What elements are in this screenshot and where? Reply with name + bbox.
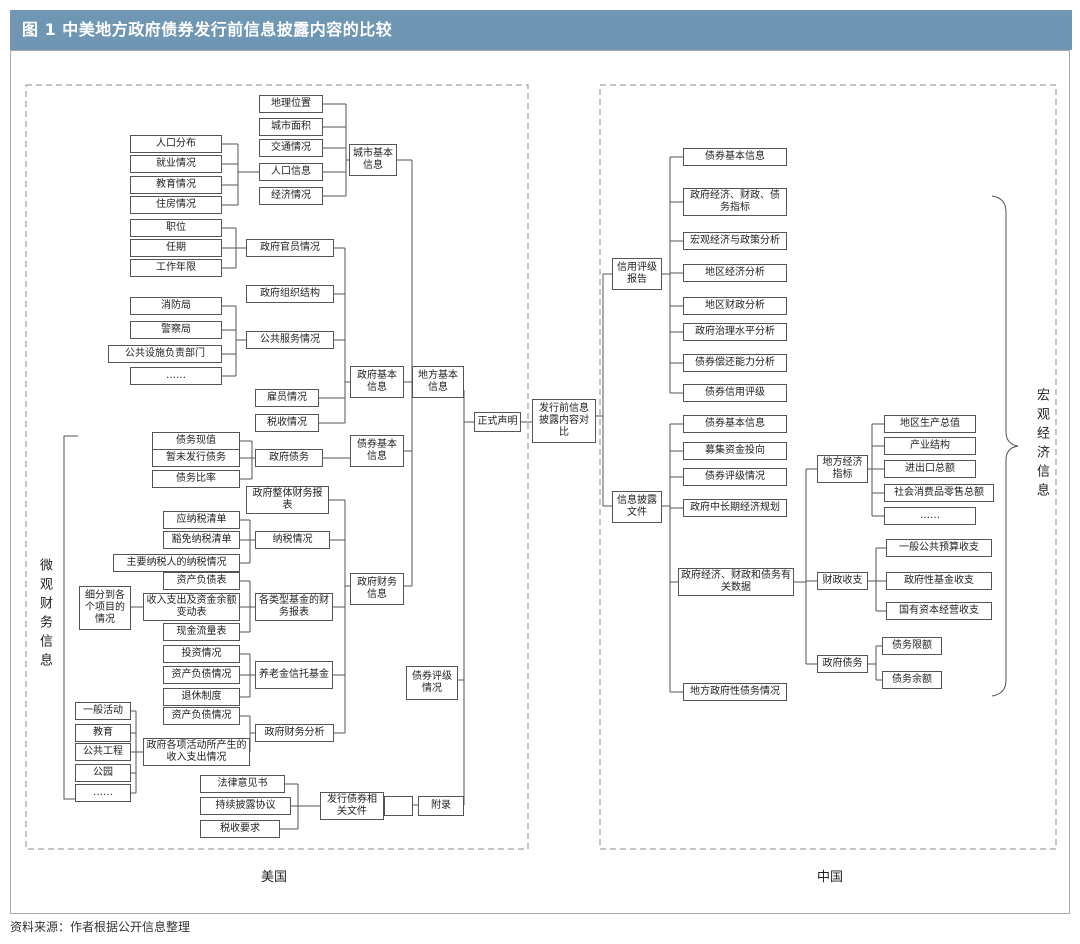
us-retirement-system: 退休制度 — [163, 688, 240, 706]
us-detail-by-item: 细分到各个项目的情况 — [79, 586, 131, 630]
us-debt-present-value: 债务现值 — [152, 432, 240, 450]
us-population-info: 人口信息 — [259, 163, 323, 181]
root-comparison-box: 发行前信息披露内容对比 — [532, 399, 596, 443]
us-local-basic-info: 地方基本信息 — [412, 366, 464, 398]
us-general-activity: 一般活动 — [75, 702, 131, 720]
us-micro-financial-label: 微观财务信息 — [37, 558, 52, 672]
cn-fiscal-revenue-expenditure: 财政收支 — [817, 572, 868, 590]
cn-report-bond-basic: 债券基本信息 — [683, 148, 787, 166]
us-official-statement: 正式声明 — [474, 412, 521, 432]
us-geo-location: 地理位置 — [259, 95, 323, 113]
cn-doc-bond-basic: 债券基本信息 — [683, 415, 787, 433]
cn-doc-bond-rating: 债券评级情况 — [683, 468, 787, 486]
us-legal-opinion: 法律意见书 — [200, 775, 285, 793]
us-park: 公园 — [75, 764, 131, 782]
us-bond-basic-info: 债券基本信息 — [350, 435, 404, 467]
cn-local-econ-indicators: 地方经济指标 — [817, 455, 868, 483]
cn-general-budget: 一般公共预算收支 — [886, 539, 992, 557]
cn-report-regional-economy: 地区经济分析 — [683, 264, 787, 282]
us-income-expense-changes: 收入支出及资金余额变动表 — [143, 593, 240, 621]
us-city-area: 城市面积 — [259, 118, 323, 136]
us-position: 职位 — [130, 219, 222, 237]
us-investment: 投资情况 — [163, 645, 240, 663]
figure-frame — [10, 50, 1070, 914]
us-traffic: 交通情况 — [259, 139, 323, 157]
cn-doc-fund-usage: 募集资金投向 — [683, 442, 787, 460]
us-employees: 雇员情况 — [255, 389, 319, 407]
figure-source: 资料来源：作者根据公开信息整理 — [10, 920, 191, 934]
us-balance-pension: 资产负债情况 — [163, 666, 240, 684]
cn-report-regional-finance: 地区财政分析 — [683, 297, 787, 315]
us-balance-analysis: 资产负债情况 — [163, 707, 240, 725]
us-gov-debt: 政府债务 — [255, 449, 323, 467]
us-housing: 住房情况 — [130, 196, 222, 214]
us-disclosure-agreement: 持续披露协议 — [200, 797, 291, 815]
cn-disclosure-document: 信息披露文件 — [612, 491, 662, 523]
cn-report-indicators: 政府经济、财政、债务指标 — [683, 188, 787, 216]
cn-industry-structure: 产业结构 — [884, 437, 976, 455]
us-fund-reports: 各类型基金的财务报表 — [255, 593, 333, 621]
us-pension-trust: 养老金信托基金 — [255, 661, 333, 689]
us-city-basic-info: 城市基本信息 — [349, 144, 397, 176]
cn-gov-debt: 政府债务 — [817, 655, 868, 673]
us-officials: 政府官员情况 — [246, 239, 334, 257]
us-issuance-link — [384, 796, 413, 816]
cn-report-macro-policy: 宏观经济与政策分析 — [683, 232, 787, 250]
cn-report-governance: 政府治理水平分析 — [683, 323, 787, 341]
us-public-works: 公共工程 — [75, 743, 131, 761]
us-police: 警察局 — [130, 321, 222, 339]
us-tax-requirements: 税收要求 — [200, 820, 280, 838]
us-gov-basic-info: 政府基本信息 — [350, 366, 404, 398]
cn-debt-balance: 债务余额 — [882, 671, 942, 689]
us-exempt-list: 豁免纳税清单 — [163, 531, 240, 549]
us-economy: 经济情况 — [259, 187, 323, 205]
cn-doc-local-debt: 地方政府性债务情况 — [683, 683, 787, 701]
us-debt-ratio: 债务比率 — [152, 470, 240, 488]
us-gov-financial-info: 政府财务信息 — [350, 573, 404, 605]
us-public-services: 公共服务情况 — [246, 331, 334, 349]
us-org-structure: 政府组织结构 — [246, 285, 334, 303]
cn-region-label: 中国 — [816, 870, 843, 885]
cn-doc-long-term-plan: 政府中长期经济规划 — [683, 499, 787, 517]
us-ellipsis-activities: …… — [75, 784, 131, 802]
us-employment: 就业情况 — [130, 155, 222, 173]
cn-credit-rating-report: 信用评级报告 — [612, 258, 662, 290]
cn-doc-econ-fiscal-debt: 政府经济、财政和债务有关数据 — [678, 568, 794, 596]
cn-soe-budget: 国有资本经营收支 — [886, 602, 992, 620]
us-fire-dept: 消防局 — [130, 297, 222, 315]
us-tax-status: 纳税情况 — [255, 531, 330, 549]
us-financial-analysis: 政府财务分析 — [255, 724, 334, 742]
cn-fund-budget: 政府性基金收支 — [886, 572, 992, 590]
us-appendix: 附录 — [418, 796, 464, 816]
cn-import-export: 进出口总额 — [884, 460, 976, 478]
us-region-label: 美国 — [260, 870, 287, 885]
us-major-taxpayers: 主要纳税人的纳税情况 — [113, 554, 240, 572]
figure-header: 图 1 中美地方政府债券发行前信息披露内容的比较 — [10, 10, 1072, 50]
cn-debt-limit: 债务限额 — [882, 637, 942, 655]
cn-gdp: 地区生产总值 — [884, 415, 976, 433]
cn-retail-sales: 社会消费品零售总额 — [884, 484, 994, 502]
us-pop-distribution: 人口分布 — [130, 135, 222, 153]
us-cash-flow: 现金流量表 — [163, 623, 240, 641]
us-bond-rating: 债券评级情况 — [406, 666, 458, 700]
us-debt-unissued: 暂未发行债务 — [152, 449, 240, 467]
us-utilities-dept: 公共设施负责部门 — [108, 345, 222, 363]
us-taxable-list: 应纳税清单 — [163, 511, 240, 529]
us-term: 任期 — [130, 239, 222, 257]
us-issuance-docs: 发行债券相关文件 — [320, 792, 384, 820]
us-education: 教育情况 — [130, 176, 222, 194]
cn-report-repayment: 债券偿还能力分析 — [683, 354, 787, 372]
us-overall-financial-statements: 政府整体财务报表 — [246, 486, 329, 514]
us-balance-sheet-fund: 资产负债表 — [163, 572, 240, 590]
us-work-years: 工作年限 — [130, 259, 222, 277]
us-edu-activity: 教育 — [75, 724, 131, 742]
us-activity-income: 政府各项活动所产生的收入支出情况 — [143, 738, 250, 766]
cn-report-bond-rating: 债券信用评级 — [683, 384, 787, 402]
us-ellipsis-services: …… — [130, 367, 222, 385]
us-dashed-region — [25, 84, 529, 850]
cn-ellipsis-indicators: …… — [884, 507, 976, 525]
cn-macro-econ-label: 宏观经济信息 — [1034, 388, 1049, 502]
us-tax: 税收情况 — [255, 414, 319, 432]
figure-title: 图 1 中美地方政府债券发行前信息披露内容的比较 — [22, 20, 393, 39]
